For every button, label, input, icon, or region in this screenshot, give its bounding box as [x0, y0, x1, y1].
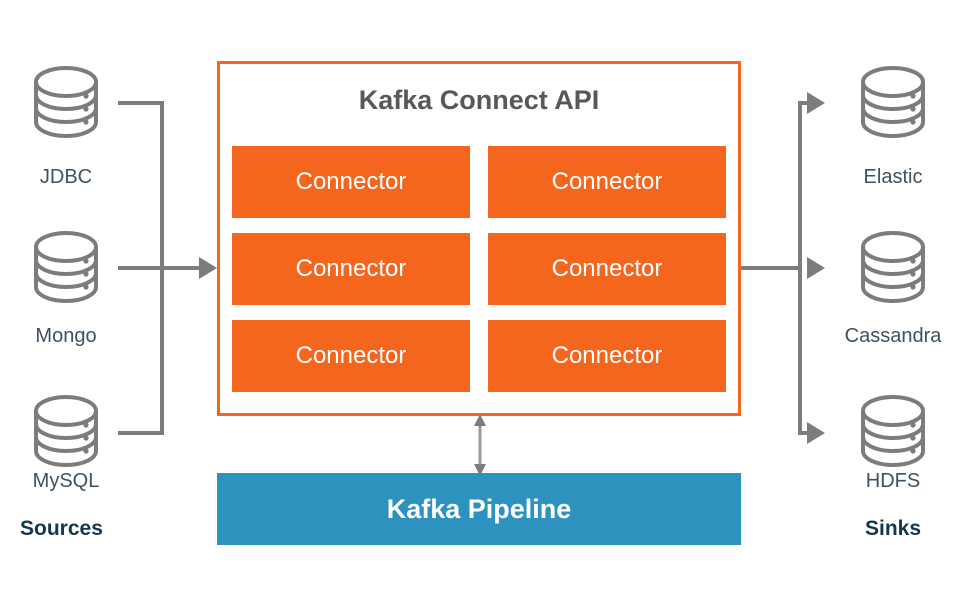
sink-arrow-hdfs	[807, 422, 825, 444]
sink-label-hdfs: HDFS	[865, 470, 921, 492]
kafka-connect-api-title: Kafka Connect API	[358, 85, 600, 115]
database-cylinder-icon	[30, 391, 102, 471]
sink-arrow-elastic	[807, 92, 825, 114]
source-label-mysql: MySQL	[32, 470, 100, 492]
sink-arrow-cassandra	[807, 257, 825, 279]
database-cylinder-icon	[30, 227, 102, 307]
sink-line-from-connect-api	[741, 266, 802, 270]
sink-label-elastic: Elastic	[863, 166, 923, 188]
kafka-pipeline-label: Kafka Pipeline	[386, 493, 572, 524]
source-label-jdbc: JDBC	[39, 166, 93, 188]
kafka-pipeline-bar: Kafka Pipeline	[217, 473, 741, 545]
source-arrow-into-connect-api	[199, 257, 217, 279]
database-cylinder-icon	[857, 227, 929, 307]
sinks-group-label: Sinks	[865, 517, 922, 540]
connector-box[interactable]: Connector	[232, 146, 470, 218]
source-label-mongo: Mongo	[35, 325, 97, 347]
source-line-mongo-horizontal	[118, 266, 211, 270]
database-cylinder-icon	[30, 62, 102, 142]
connector-box[interactable]: Connector	[488, 320, 726, 392]
connector-box[interactable]: Connector	[232, 320, 470, 392]
database-cylinder-icon	[857, 62, 929, 142]
sources-group-label: Sources	[20, 517, 103, 540]
sink-bus-vertical-line	[798, 101, 802, 435]
connector-box[interactable]: Connector	[488, 233, 726, 305]
connect-api-to-pipeline-double-arrow	[470, 414, 490, 476]
source-line-jdbc-horizontal	[118, 101, 164, 105]
connector-box[interactable]: Connector	[232, 233, 470, 305]
sink-label-cassandra: Cassandra	[844, 325, 942, 347]
connector-grid: Connector Connector Connector Connector …	[232, 146, 726, 392]
source-line-mysql-horizontal	[118, 431, 164, 435]
database-cylinder-icon	[857, 391, 929, 471]
connector-box[interactable]: Connector	[488, 146, 726, 218]
